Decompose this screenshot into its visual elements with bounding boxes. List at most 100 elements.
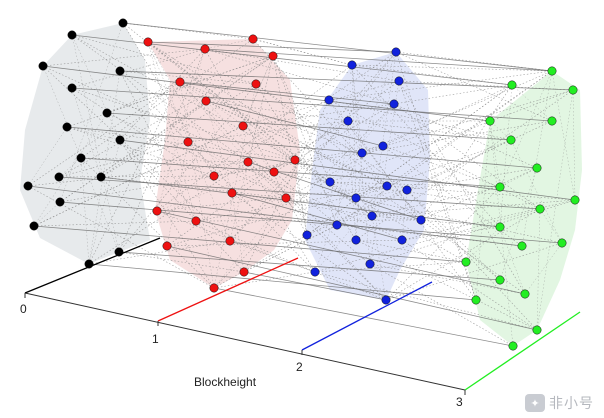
dotted-link bbox=[71, 87, 233, 194]
dotted-link bbox=[71, 34, 249, 163]
link-line bbox=[100, 176, 501, 228]
dotted-link bbox=[489, 120, 512, 141]
dotted-link bbox=[106, 81, 181, 114]
dotted-link bbox=[88, 139, 121, 265]
node-group-1 bbox=[243, 157, 253, 167]
dotted-link bbox=[355, 152, 363, 241]
link-line bbox=[156, 210, 526, 295]
node-group-2 bbox=[389, 99, 399, 109]
group-fill-3 bbox=[466, 71, 582, 346]
node-group-3 bbox=[506, 135, 516, 145]
dotted-link bbox=[229, 55, 274, 242]
dotted-link bbox=[166, 239, 403, 247]
node-group-1 bbox=[209, 171, 219, 181]
link-line bbox=[88, 263, 477, 301]
dotted-link bbox=[213, 271, 316, 289]
node-group-1 bbox=[227, 188, 237, 198]
dotted-link bbox=[371, 215, 501, 228]
dotted-link bbox=[499, 167, 538, 281]
node-group-2 bbox=[381, 295, 391, 305]
dotted-link bbox=[187, 141, 316, 273]
node-group-2 bbox=[332, 220, 342, 230]
dotted-link bbox=[355, 239, 538, 331]
dotted-link bbox=[88, 70, 121, 265]
node-group-1 bbox=[200, 44, 210, 54]
solid-link-layer bbox=[27, 22, 576, 347]
dotted-link-layer bbox=[27, 22, 576, 347]
dotted-link bbox=[371, 215, 387, 301]
dotted-link bbox=[420, 84, 513, 221]
dotted-link bbox=[179, 81, 296, 161]
node-group-3 bbox=[461, 257, 471, 267]
dotted-link bbox=[156, 64, 353, 212]
dotted-link bbox=[42, 48, 206, 67]
node-group-3 bbox=[547, 66, 557, 76]
dotted-link bbox=[59, 175, 215, 203]
dotted-link bbox=[213, 145, 384, 177]
node-group-2 bbox=[357, 148, 367, 158]
node-group-1 bbox=[269, 167, 279, 177]
node-group-2 bbox=[391, 47, 401, 57]
dotted-link bbox=[66, 55, 274, 128]
dotted-link bbox=[213, 103, 395, 289]
node-group-3 bbox=[495, 275, 505, 285]
dotted-link bbox=[420, 219, 526, 295]
axis-layer bbox=[24, 237, 581, 395]
node-group-0 bbox=[96, 172, 106, 182]
node-group-3 bbox=[570, 195, 580, 205]
node-layer bbox=[23, 18, 580, 351]
dotted-link bbox=[242, 55, 274, 127]
dotted-link bbox=[314, 208, 541, 273]
dotted-link bbox=[80, 157, 120, 253]
watermark-logo-icon: ✦ bbox=[525, 394, 545, 412]
dotted-link bbox=[58, 175, 215, 178]
node-group-0 bbox=[67, 30, 77, 40]
node-group-2 bbox=[324, 95, 334, 105]
tick-label-0: 0 bbox=[20, 302, 27, 316]
node-group-3 bbox=[568, 85, 578, 95]
node-group-1 bbox=[290, 155, 300, 165]
dotted-link bbox=[395, 51, 553, 122]
node-group-2 bbox=[325, 177, 335, 187]
node-group-2 bbox=[302, 230, 312, 240]
node-group-1 bbox=[281, 193, 291, 203]
link-line bbox=[66, 126, 538, 169]
group-rail-1 bbox=[157, 257, 299, 322]
node-group-1 bbox=[143, 37, 153, 47]
dotted-link bbox=[229, 240, 316, 273]
dotted-link bbox=[66, 126, 215, 177]
dotted-link bbox=[247, 161, 387, 301]
dotted-link bbox=[347, 120, 357, 241]
node-group-0 bbox=[118, 18, 128, 28]
node-group-0 bbox=[115, 66, 125, 76]
dotted-link bbox=[385, 242, 563, 301]
dotted-link bbox=[147, 41, 197, 222]
dotted-link bbox=[247, 55, 274, 163]
dotted-link bbox=[255, 83, 408, 191]
dotted-link bbox=[166, 141, 189, 247]
dotted-link bbox=[213, 234, 308, 289]
dotted-link bbox=[88, 81, 181, 265]
node-group-1 bbox=[201, 96, 211, 106]
link-line bbox=[122, 22, 553, 72]
dotted-link bbox=[195, 185, 388, 222]
link-line bbox=[33, 225, 467, 263]
node-group-2 bbox=[394, 76, 404, 86]
link-line bbox=[80, 157, 501, 188]
dotted-link bbox=[27, 81, 181, 187]
node-group-0 bbox=[38, 61, 48, 71]
dotted-link bbox=[489, 120, 514, 347]
node-group-3 bbox=[508, 341, 518, 351]
dotted-link bbox=[156, 210, 387, 301]
dotted-link bbox=[42, 65, 275, 173]
dotted-link bbox=[243, 99, 330, 273]
dotted-link bbox=[187, 141, 403, 241]
node-group-2 bbox=[365, 259, 375, 269]
label-layer: 0 1 2 3 Blockheight bbox=[20, 302, 463, 409]
dotted-link bbox=[401, 199, 576, 241]
dotted-link bbox=[351, 64, 501, 228]
node-group-3 bbox=[485, 116, 495, 126]
node-group-3 bbox=[535, 204, 545, 214]
node-group-1 bbox=[175, 77, 185, 87]
